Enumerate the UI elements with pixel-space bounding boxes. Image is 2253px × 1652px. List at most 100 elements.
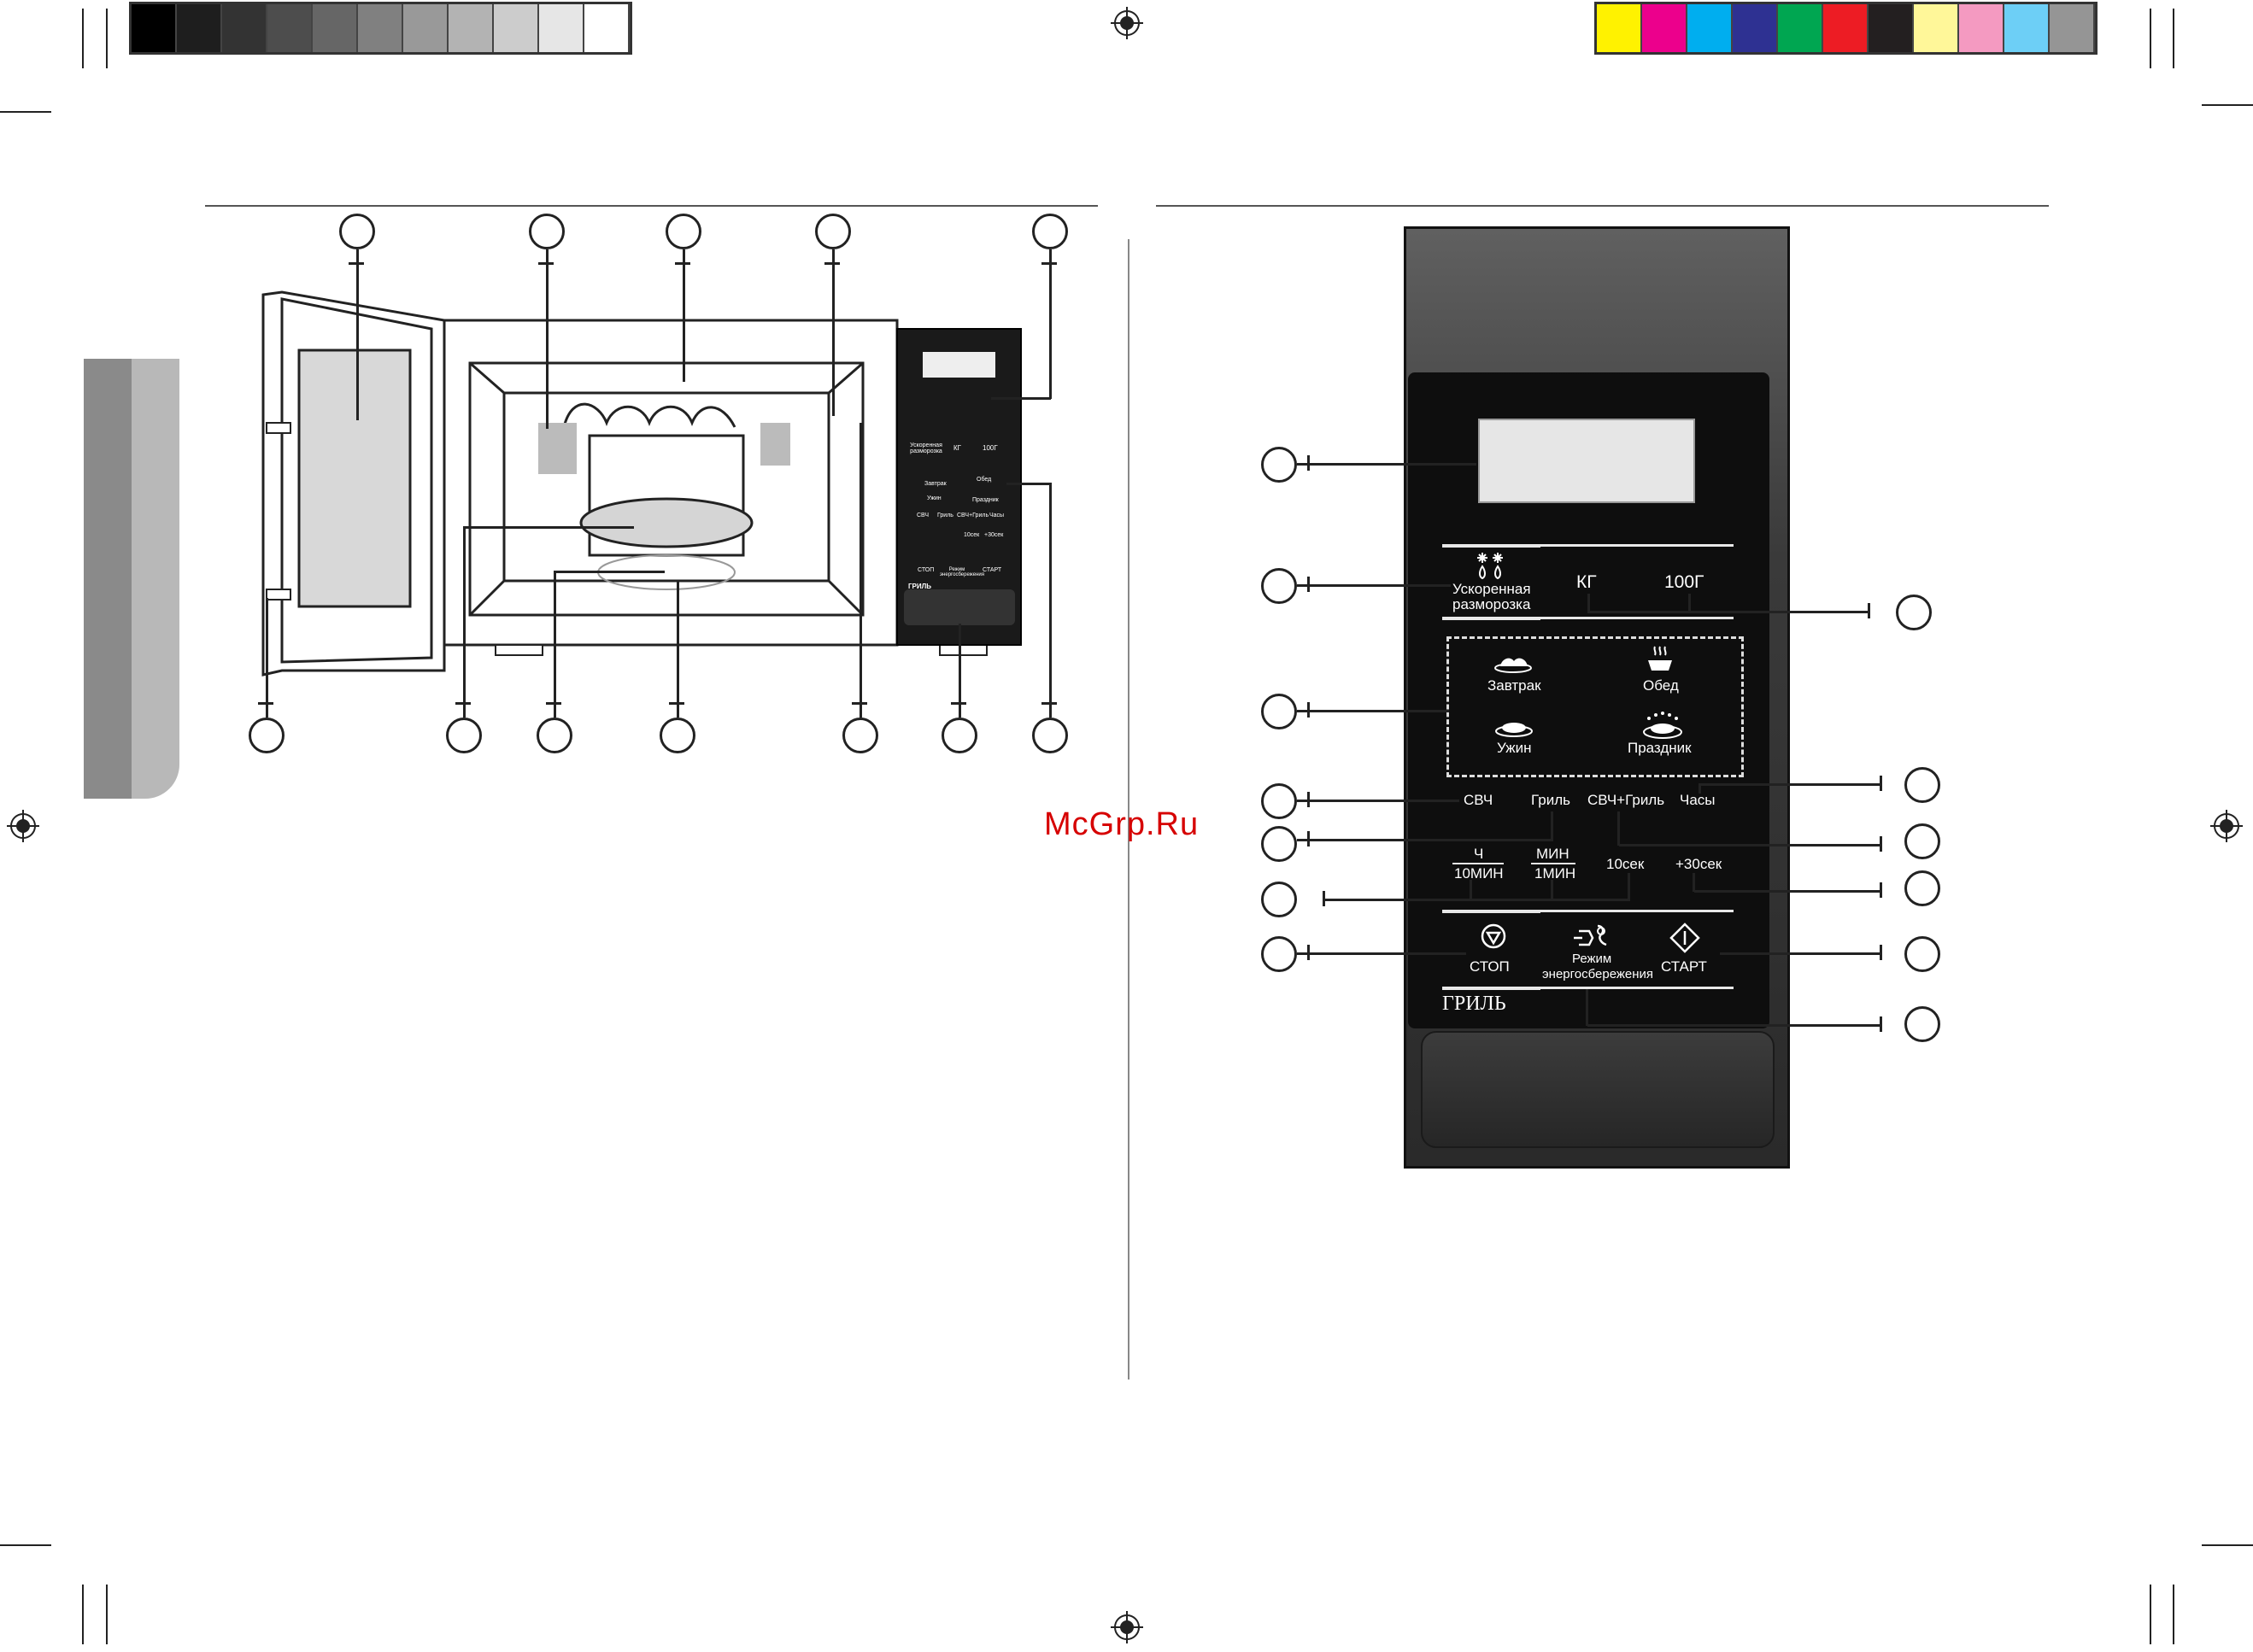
color-swatch <box>1687 4 1733 52</box>
breakfast-icon <box>1493 651 1533 673</box>
color-swatch <box>1597 4 1642 52</box>
color-swatch <box>1959 4 2004 52</box>
callout-hinge <box>249 718 285 753</box>
callout-turntable <box>446 718 482 753</box>
display-window <box>1478 419 1695 503</box>
crop-mark <box>2173 1585 2174 1644</box>
snowflake-icon <box>1476 551 1506 580</box>
callout-grill-element <box>666 214 701 249</box>
callout-coupler <box>537 718 572 753</box>
crop-mark <box>106 9 108 68</box>
crop-mark <box>2150 9 2151 68</box>
microwave-illustration <box>248 282 1042 683</box>
right-section-rule <box>1156 205 2049 207</box>
gray-swatch <box>449 4 494 52</box>
holiday-icon <box>1642 712 1683 741</box>
combo-button[interactable]: СВЧ+Гриль <box>1587 792 1664 809</box>
1min-button[interactable]: 1МИН <box>1534 865 1575 882</box>
holiday-button[interactable]: Праздник <box>1628 740 1692 757</box>
gray-swatch <box>494 4 539 52</box>
hour-label: Ч <box>1474 846 1483 863</box>
clock-button[interactable]: Часы <box>1680 792 1716 809</box>
model-label: ГРИЛЬ <box>1442 993 1506 1016</box>
color-swatch <box>1642 4 1687 52</box>
mini-10sec: 10сек <box>964 532 979 538</box>
lunch-icon <box>1645 645 1675 674</box>
gray-swatch <box>539 4 584 52</box>
mini-combo: СВЧ+Гриль <box>957 513 989 518</box>
mini-dinner: Ужин <box>927 495 942 501</box>
callout-start <box>1904 936 1940 972</box>
mini-breakfast: Завтрак <box>924 481 947 487</box>
gray-swatch <box>222 4 267 52</box>
start-button[interactable]: СТАРТ <box>1661 958 1707 975</box>
registration-mark-icon <box>7 810 39 842</box>
crop-mark <box>2173 9 2174 68</box>
callout-defrost <box>1261 568 1297 604</box>
callout-side-vent <box>815 214 851 249</box>
callout-display <box>1032 214 1068 249</box>
callout-microwave <box>1261 783 1297 819</box>
color-swatch <box>1778 4 1823 52</box>
eco-mode-button-1[interactable]: Режим <box>1572 952 1611 966</box>
lunch-button[interactable]: Обед <box>1643 677 1679 694</box>
watermark: McGrp.Ru <box>1044 806 1199 843</box>
30sec-button[interactable]: +30сек <box>1675 856 1722 873</box>
100g-button[interactable]: 100Г <box>1664 572 1704 593</box>
callout-control-panel <box>1032 718 1068 753</box>
callout-clock <box>1904 767 1940 803</box>
side-tab-dark <box>84 359 132 799</box>
breakfast-button[interactable]: Завтрак <box>1487 677 1541 694</box>
microwave-button[interactable]: СВЧ <box>1464 792 1493 809</box>
defrost-button-label-2[interactable]: разморозка <box>1452 596 1530 613</box>
callout-safety-lock <box>842 718 878 753</box>
mini-clock: Часы <box>989 513 1004 518</box>
grill-button[interactable]: Гриль <box>1531 792 1570 809</box>
registration-mark-icon <box>1111 1611 1143 1643</box>
callout-grill <box>1261 826 1297 862</box>
color-calibration-bar <box>1594 2 2098 55</box>
mini-eco: Режим энергосбережения <box>940 567 974 577</box>
crop-mark <box>0 111 51 113</box>
callout-stop <box>1261 936 1297 972</box>
crop-mark <box>2150 1585 2151 1644</box>
eco-mode-icon <box>1572 923 1610 948</box>
callout-door-handle <box>942 718 977 753</box>
gray-swatch <box>403 4 449 52</box>
mini-stop: СТОП <box>918 567 934 573</box>
color-swatch <box>1823 4 1869 52</box>
registration-mark-icon <box>1111 7 1143 39</box>
grayscale-calibration-bar <box>129 2 632 55</box>
callout-roller-ring <box>660 718 695 753</box>
callout-door <box>339 214 375 249</box>
start-icon <box>1669 923 1700 953</box>
callout-eco-mode <box>1904 1006 1940 1042</box>
callout-display-window <box>1261 447 1297 483</box>
callout-30sec <box>1904 870 1940 906</box>
gray-swatch <box>267 4 313 52</box>
defrost-button-label-1[interactable]: Ускоренная <box>1452 581 1531 598</box>
color-swatch <box>1914 4 1959 52</box>
callout-time-keys <box>1261 882 1297 917</box>
gray-swatch <box>177 4 222 52</box>
10min-button[interactable]: 10МИН <box>1454 865 1504 882</box>
mini-kg: КГ <box>953 444 961 452</box>
door <box>263 292 444 675</box>
crop-mark <box>82 1585 84 1644</box>
kg-button[interactable]: КГ <box>1576 572 1597 593</box>
crop-mark <box>2202 1544 2253 1546</box>
mini-holiday: Праздник <box>972 497 999 503</box>
mini-30sec: +30сек <box>984 532 1003 538</box>
mini-start: СТАРТ <box>983 567 1001 573</box>
mini-lunch: Обед <box>977 477 991 483</box>
mini-defrost: Ускоренная разморозка <box>902 442 950 454</box>
crop-mark <box>106 1585 108 1644</box>
color-swatch <box>1869 4 1914 52</box>
10sec-button[interactable]: 10сек <box>1606 856 1644 873</box>
crop-mark <box>82 9 84 68</box>
door-handle[interactable] <box>1421 1031 1775 1148</box>
dinner-button[interactable]: Ужин <box>1497 740 1532 757</box>
eco-mode-button-2[interactable]: энергосбережения <box>1542 967 1653 981</box>
mini-grill: Гриль <box>937 513 953 518</box>
stop-button[interactable]: СТОП <box>1470 958 1510 975</box>
